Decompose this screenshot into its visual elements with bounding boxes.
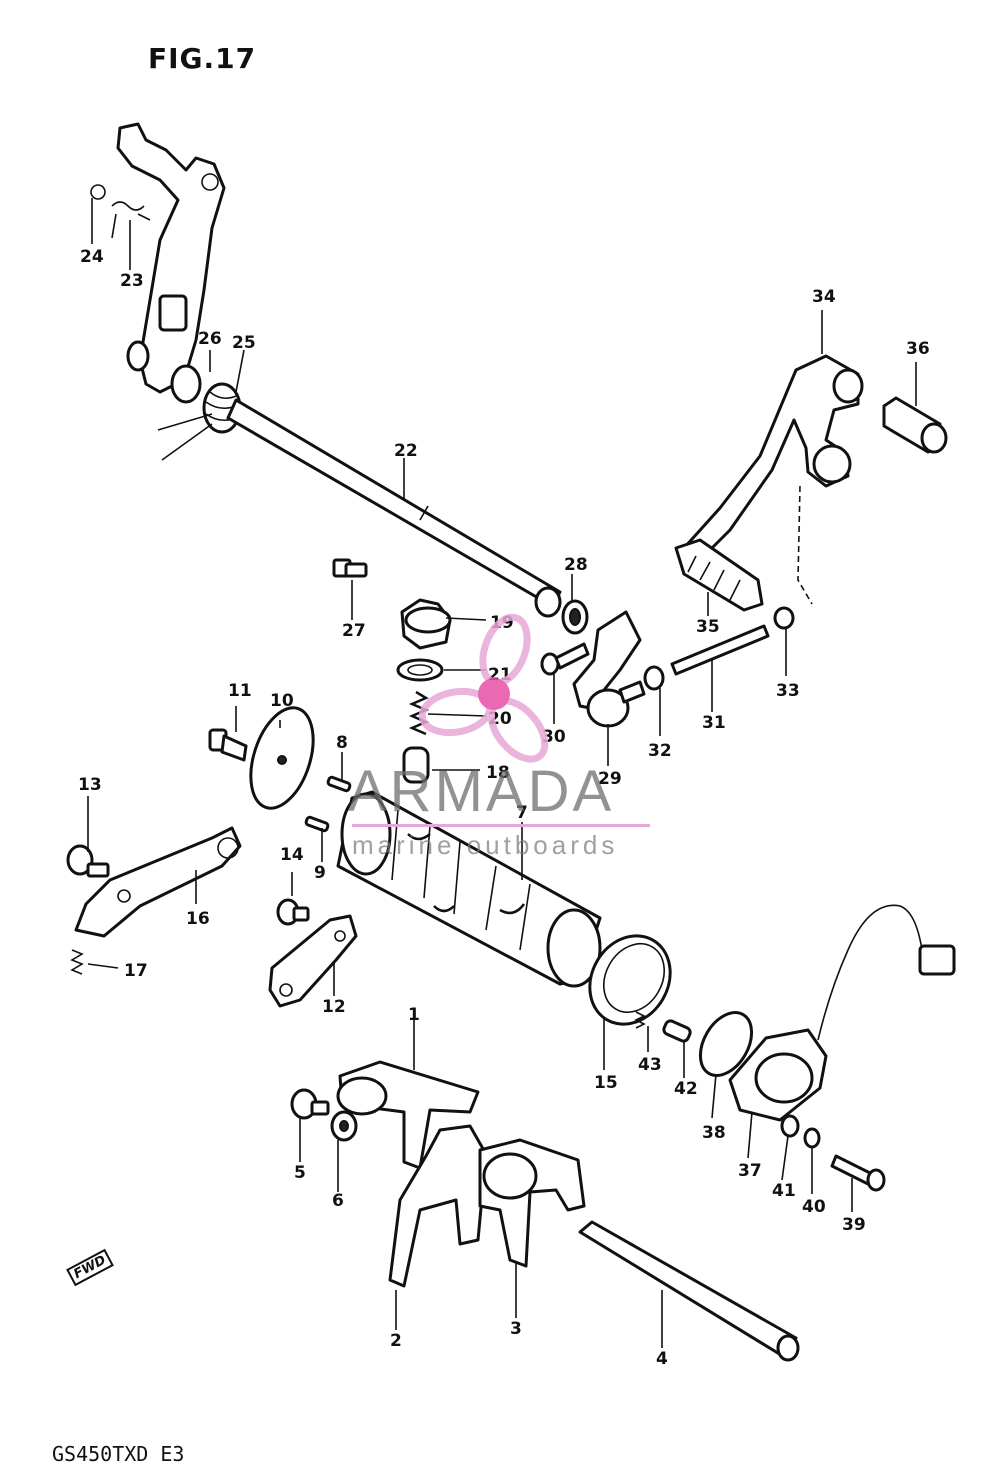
callout-39: 39 [842,1215,866,1235]
callout-13: 13 [78,775,102,795]
watermark-tagline: marine outboards [352,830,619,860]
bolt-part-13 [66,844,110,878]
clamp-part-40 [803,1127,821,1149]
spring-part-23 [111,201,151,239]
callout-41: 41 [772,1181,796,1201]
callout-32: 32 [648,741,672,761]
callout-labels: 1 2 3 4 5 6 7 8 9 10 11 12 13 14 15 16 1… [78,247,930,1369]
pin-part-8 [326,775,352,793]
model-code: GS450TXD E3 [52,1442,185,1466]
callout-29: 29 [598,769,622,789]
callout-23: 23 [120,271,144,291]
washer-part-41 [780,1114,800,1138]
callout-27: 27 [342,621,366,641]
pin-part-42 [662,1019,692,1043]
callout-34: 34 [812,287,836,307]
pin-part-18 [402,746,430,784]
nut-part-32 [643,665,665,691]
callout-8: 8 [336,733,348,753]
gearshift-fork-part-3 [478,1138,586,1268]
callout-1: 1 [408,1005,420,1025]
cam-guide-part-12 [268,914,358,1008]
bolt-part-30 [540,642,590,676]
callout-38: 38 [702,1123,726,1143]
callout-14: 14 [280,845,304,865]
callout-36: 36 [906,339,930,359]
callout-26: 26 [198,329,222,349]
leader-lines [87,198,917,1348]
callout-33: 33 [776,681,800,701]
logo-hub [478,678,510,710]
cam-stopper-plate-part-10 [249,706,315,810]
gasket-part-21 [396,658,444,682]
logo-blade-top [479,613,531,687]
bolt-part-11 [208,728,248,762]
footrest-rubber-part-35 [674,538,764,612]
callout-4: 4 [656,1349,668,1369]
gear-position-switch-part-37 [728,904,956,1122]
bolt-part-36 [882,396,948,454]
callout-24: 24 [80,247,104,267]
propeller-logo-icon [418,613,549,763]
callout-6: 6 [332,1191,344,1211]
figure-title: FIG.17 [148,42,257,75]
bolt-part-5 [290,1088,330,1120]
rod-part-31 [670,624,770,676]
cam-stopper-part-16 [74,826,242,938]
callout-40: 40 [802,1197,826,1217]
watermark-brand: ARMADA [348,759,615,824]
callout-31: 31 [702,713,726,733]
callout-2: 2 [390,1331,402,1351]
gearshift-arm-part [116,122,226,394]
gearshift-shaft-part [226,398,562,618]
callout-12: 12 [322,997,346,1017]
callout-3: 3 [510,1319,522,1339]
gearshift-arm-part-29 [572,610,646,728]
bolt-part-14 [276,898,310,926]
callout-7: 7 [516,803,528,823]
fork-shaft-part-4 [578,1220,800,1362]
callout-5: 5 [294,1163,306,1183]
callout-43: 43 [638,1055,662,1075]
callout-10: 10 [270,691,294,711]
callout-15: 15 [594,1073,618,1093]
callout-11: 11 [228,681,252,701]
pin-part-9 [304,815,330,833]
spring-part-43 [634,1011,646,1029]
watermark-divider [352,824,650,827]
spring-part-17 [70,949,84,975]
callout-42: 42 [674,1079,698,1099]
o-ring-part-38 [698,1011,754,1077]
oil-seal-part-28 [561,599,589,635]
gearshift-fork-part-1 [336,1060,480,1170]
callout-37: 37 [738,1161,762,1181]
stopper-ring-part-15 [588,934,672,1026]
bolt-part-27 [332,558,368,578]
spring-part-20 [408,690,430,736]
callout-35: 35 [696,617,720,637]
gearshift-cam-part-7 [336,790,602,988]
circlip-part-24 [90,184,106,200]
callout-28: 28 [564,555,588,575]
callout-17: 17 [124,961,148,981]
plug-part-19 [400,598,452,650]
nut-part-33 [773,606,795,630]
gearshift-lever-part-34 [682,354,864,564]
screw-part-39 [830,1154,886,1192]
callout-9: 9 [314,863,326,883]
callout-25: 25 [232,333,256,353]
callout-22: 22 [394,441,418,461]
callout-16: 16 [186,909,210,929]
callout-18: 18 [486,763,510,783]
washer-part-6 [330,1110,358,1142]
